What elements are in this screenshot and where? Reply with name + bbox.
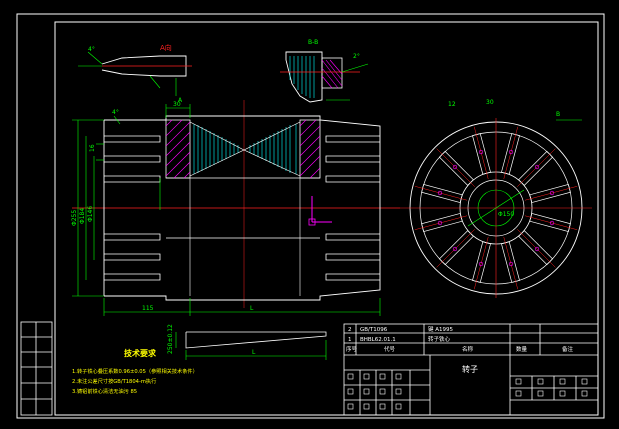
end-view-vent-hole [437, 190, 443, 196]
end-view-slot-centerline [517, 229, 556, 268]
end-view-vent-hole [508, 261, 514, 267]
dim-16: 16 [89, 144, 96, 152]
tb-row2-code: GB/T1096 [360, 327, 388, 333]
tech-req-title: 技术要求 [124, 348, 157, 358]
end-view-slot-centerline [474, 126, 489, 180]
section-bb-label: B-B [308, 39, 318, 46]
end-view-slot [501, 133, 520, 175]
end-view-slot-centerline [503, 126, 518, 180]
end-view-slot [421, 213, 463, 232]
tb-row2-name: 键 A1995 [428, 325, 454, 333]
tech-req-item-1: 1.转子铁心叠压系数0.96±0.05（参照相关技术条件） [72, 367, 198, 375]
end-view-slot-centerline [414, 186, 468, 201]
tech-req-item-3: 3.铸铝前铁心清洁无油污 85 [72, 387, 137, 395]
tb-header-no: 序号 [346, 345, 358, 353]
key-dim-l: L [252, 349, 256, 356]
dim-d146: Φ146 [87, 206, 94, 222]
tb-header-remark: 备注 [562, 345, 574, 353]
angle-label-4deg-main: 4° [112, 109, 119, 116]
end-view-vent-hole [437, 220, 443, 226]
title-block-text: 2 GB/T1096 键 A1995 1 BHBL62.01.1 转子铁心 序号… [346, 325, 574, 374]
dim-d255: Φ255 [71, 210, 78, 226]
tb-row2-no: 2 [348, 327, 352, 333]
main-longitudinal-view: Φ255 Φ184 Φ146 16 4° 30 115 L [71, 100, 400, 316]
drawing-frame [54, 21, 599, 416]
tb-header-name: 名称 [462, 345, 474, 353]
dim-d184: Φ184 [79, 208, 86, 224]
section-a-label: A向 [160, 43, 172, 52]
callout-a: A [178, 97, 183, 104]
end-view-slot [438, 230, 474, 266]
end-view: Φ150 12 30 B [400, 99, 592, 298]
dim-250-012: 250±0.12 [167, 324, 174, 354]
end-view-slot [529, 184, 571, 203]
tb-row1-code: BHBL62.01.1 [360, 337, 396, 343]
tb-part-name: 转子 [462, 364, 478, 374]
end-view-slot [518, 230, 554, 266]
end-view-vent-hole [452, 164, 458, 170]
end-view-vent-hole [549, 220, 555, 226]
end-view-slot-centerline [524, 215, 578, 230]
end-view-slot [472, 133, 491, 175]
end-view-slot-centerline [414, 215, 468, 230]
callout-b: B [556, 111, 560, 118]
end-view-vent-hole [478, 261, 484, 267]
end-view-slot-centerline [474, 236, 489, 290]
end-view-slot [438, 150, 474, 186]
end-view-slot [529, 213, 571, 232]
end-view-vent-hole [534, 246, 540, 252]
end-view-slot [518, 150, 554, 186]
end-view-slot-centerline [524, 186, 578, 201]
key-detail-view: 250±0.12 L [167, 324, 327, 360]
section-bb-view: B-B 2° [280, 39, 369, 103]
dim-115: 115 [142, 305, 154, 312]
end-view-slot [421, 184, 463, 203]
left-margin-boxes [20, 321, 53, 416]
end-view-slot-centerline [436, 229, 475, 268]
end-view-slot-centerline [503, 236, 518, 290]
end-view-vent-hole [452, 246, 458, 252]
tb-header-qty: 数量 [516, 345, 528, 353]
dim-l: L [250, 305, 254, 312]
title-block-marks [347, 373, 588, 410]
angle-label-2deg: 2° [353, 53, 360, 60]
end-view-slot [501, 241, 520, 283]
end-view-vent-hole [508, 149, 514, 155]
dim-30: 30 [173, 101, 181, 108]
tech-requirements: 技术要求 1.转子铁心叠压系数0.96±0.05（参照相关技术条件） 2.未注公… [72, 348, 198, 395]
end-view-vent-hole [478, 149, 484, 155]
end-view-vent-hole [549, 190, 555, 196]
end-view-slot-centerline [436, 148, 475, 187]
dim-circle-d150: Φ150 [498, 211, 514, 218]
angle-label-4deg-a: 4° [88, 46, 95, 53]
dim-slot-30: 30 [486, 99, 494, 106]
end-view-slot [472, 241, 491, 283]
dim-slot-12: 12 [448, 101, 456, 108]
tb-row1-name: 转子铁心 [428, 335, 451, 343]
tech-req-item-2: 2.未注公差尺寸按GB/T1804-m执行 [72, 377, 156, 385]
sheet-border [16, 13, 605, 419]
tb-row1-no: 1 [348, 337, 352, 343]
tb-header-code: 代号 [384, 345, 396, 353]
section-a-view: A向 4° A [78, 43, 192, 104]
end-view-vent-hole [534, 164, 540, 170]
title-block [343, 323, 599, 416]
end-view-slot-centerline [517, 148, 556, 187]
